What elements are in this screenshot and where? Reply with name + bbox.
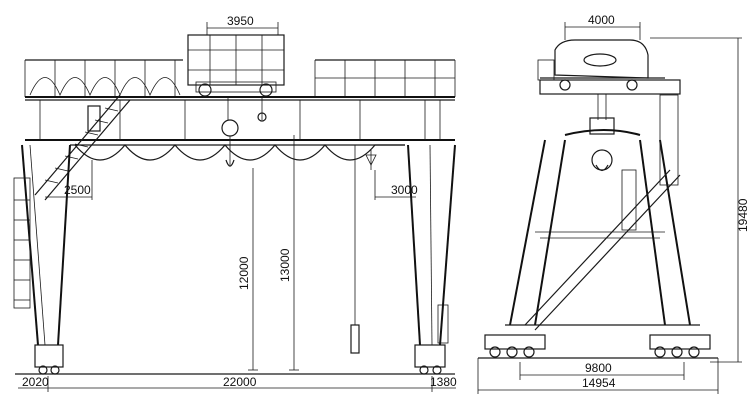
dim-label-1380: 1380	[430, 375, 457, 389]
hook-block	[221, 97, 267, 167]
top-railing-right	[314, 59, 456, 98]
left-leg	[13, 144, 71, 375]
side-stairs	[524, 94, 681, 331]
dim-label-3000: 3000	[391, 183, 418, 197]
side-trolley	[537, 39, 665, 91]
trolley	[187, 34, 285, 97]
dim-label-19480: 19480	[736, 198, 750, 232]
right-leg	[407, 144, 456, 375]
side-view: 4000 19480 9800 14954	[477, 13, 750, 394]
dim-label-9800: 9800	[585, 361, 612, 375]
side-crossbeam	[539, 79, 681, 172]
dim-side-trolley: 4000	[564, 13, 641, 40]
dim-right-cantilever: 3000	[374, 170, 418, 200]
dim-overall-length: 14954	[477, 358, 719, 394]
dim-label-14954: 14954	[582, 376, 616, 390]
dim-label-13000: 13000	[278, 248, 292, 282]
dim-lift-main: 12000	[237, 168, 258, 371]
dim-span: 22000	[47, 375, 433, 392]
side-bogies	[478, 334, 718, 359]
top-railing-left	[24, 59, 183, 98]
access-stairs	[34, 94, 131, 201]
front-view: 3950 2500 3000 12000 13000	[13, 14, 457, 392]
dim-label-3950: 3950	[227, 14, 254, 28]
dim-label-2020: 2020	[22, 375, 49, 389]
dim-lift-total: 13000	[278, 135, 299, 371]
side-legs	[505, 129, 700, 326]
dim-label-22000: 22000	[223, 375, 257, 389]
dim-label-4000: 4000	[588, 13, 615, 27]
dim-right-offset: 1380	[430, 375, 457, 389]
dim-trolley-width: 3950	[206, 14, 279, 35]
dim-left-offset: 2020	[18, 375, 49, 389]
dim-label-2500: 2500	[64, 183, 91, 197]
pendant-control	[350, 145, 377, 354]
dim-overall-height: 19480	[650, 37, 750, 363]
dim-wheel-base: 9800	[519, 361, 685, 380]
dim-left-cantilever: 2500	[45, 160, 93, 200]
dim-label-12000: 12000	[237, 256, 251, 290]
